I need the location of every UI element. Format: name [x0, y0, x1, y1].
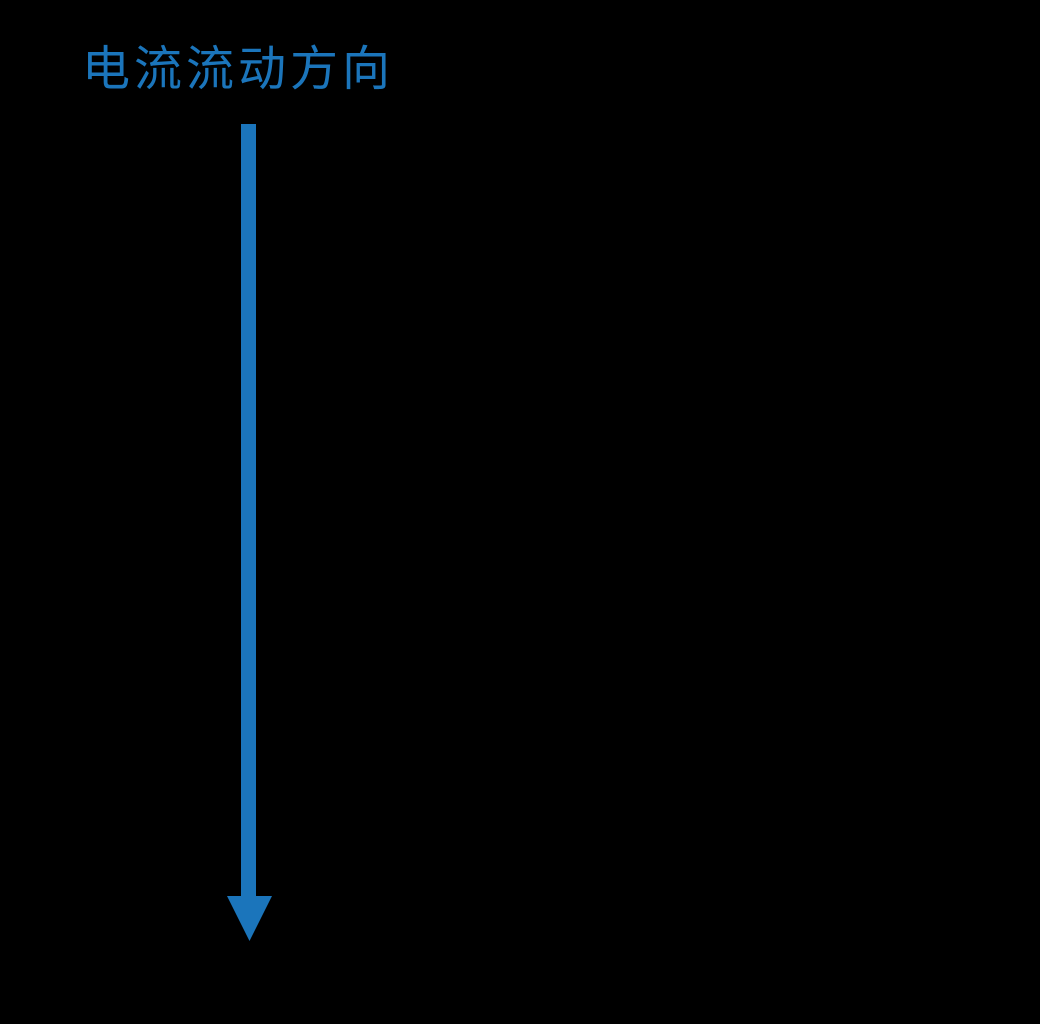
current-flow-direction-label: 电流流动方向	[82, 41, 395, 97]
arrow-group	[227, 124, 272, 941]
arrow-shaft	[241, 124, 256, 898]
arrow-head-icon	[227, 896, 272, 941]
